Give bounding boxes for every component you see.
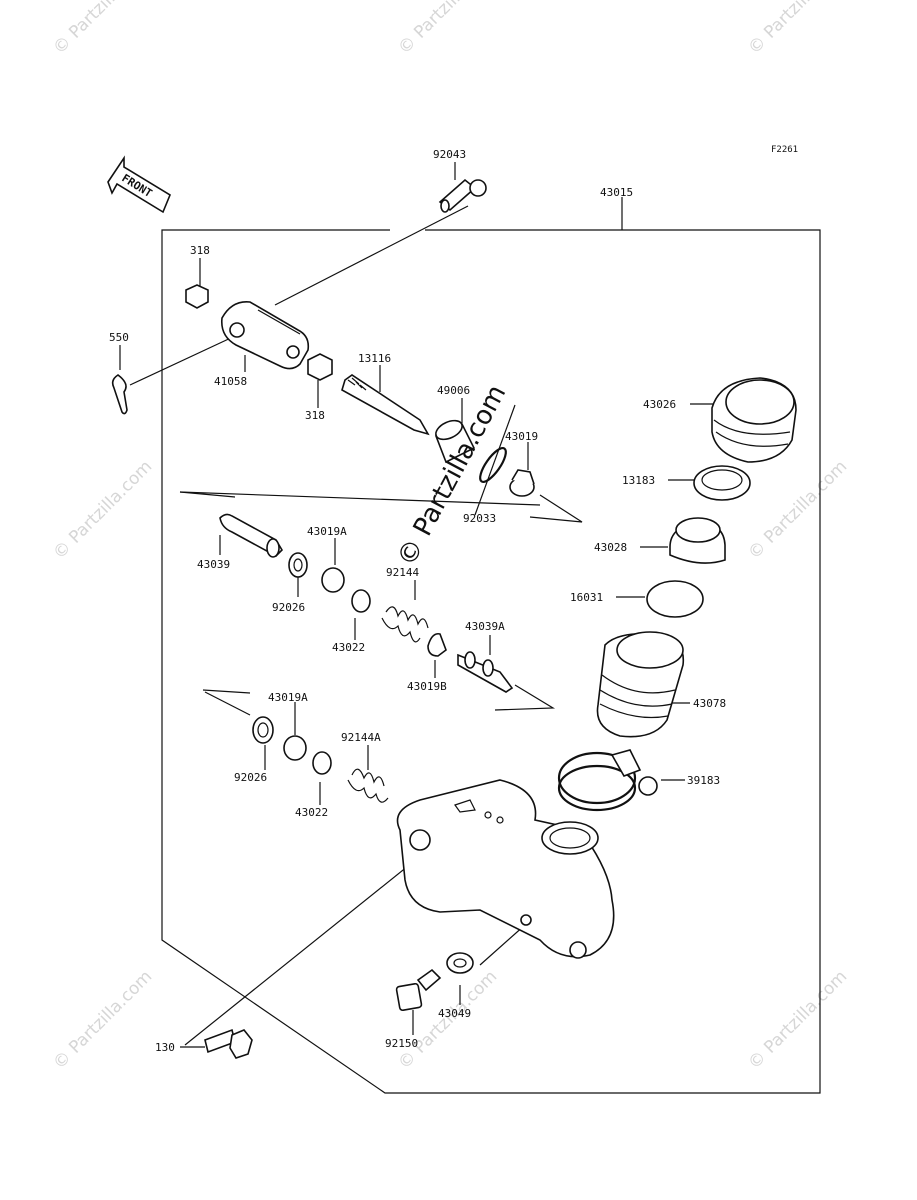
float-16031 [646, 580, 704, 618]
label-92144A: 92144A [341, 731, 381, 744]
label-92026-b: 92026 [234, 771, 267, 784]
bolt-92150 [395, 968, 442, 1012]
washer-92026-a [288, 552, 308, 578]
watermark: © Partzilla.com [49, 457, 156, 564]
cylinder-body [396, 779, 615, 959]
spring-92144a [347, 768, 389, 803]
diaphragm-43028 [669, 517, 726, 564]
cap-43026 [711, 377, 797, 463]
label-43019: 43019 [505, 430, 538, 443]
front-arrow-icon: FRONT [107, 155, 172, 214]
label-41058: 41058 [214, 375, 247, 388]
watermark: © Partzilla.com [394, 967, 501, 1074]
label-16031: 16031 [570, 591, 603, 604]
label-43022-b: 43022 [295, 806, 328, 819]
label-318b: 318 [305, 409, 325, 422]
label-92144: 92144 [386, 566, 419, 579]
assembly-outline [161, 197, 821, 1094]
seal-43022-b [312, 751, 332, 775]
push-rod-13116 [341, 374, 430, 436]
label-43015: 43015 [600, 186, 633, 199]
nut-318b [307, 353, 333, 381]
reservoir-43078 [596, 631, 685, 738]
watermark: © Partzilla.com [49, 967, 156, 1074]
label-43039: 43039 [197, 558, 230, 571]
cup-43019 [509, 469, 535, 497]
piston-43039a [457, 651, 514, 693]
label-43019B: 43019B [407, 680, 447, 693]
cup-43019a-b [283, 735, 307, 761]
cup-43019b [427, 632, 447, 657]
label-43022-a: 43022 [332, 641, 365, 654]
label-43049: 43049 [438, 1007, 471, 1020]
cup-43019a-a [321, 567, 345, 593]
label-318a: 318 [190, 244, 210, 257]
clevis-41058 [220, 301, 310, 370]
label-43039A: 43039A [465, 620, 505, 633]
bolt-130 [204, 1028, 253, 1059]
label-43028: 43028 [594, 541, 627, 554]
washer-92026-b [252, 716, 274, 744]
label-92043: 92043 [433, 148, 466, 161]
label-92033: 92033 [463, 512, 496, 525]
piston-43039 [219, 513, 284, 558]
figure-code: F2261 [771, 145, 798, 155]
watermark: © Partzilla.com [744, 967, 851, 1074]
watermark: © Partzilla.com [49, 0, 156, 59]
pin-92043 [438, 178, 487, 213]
label-43026: 43026 [643, 398, 676, 411]
watermark: © Partzilla.com [744, 0, 851, 59]
label-130: 130 [155, 1041, 175, 1054]
label-13116: 13116 [358, 352, 391, 365]
label-43019A-a: 43019A [307, 525, 347, 538]
watermark: © Partzilla.com [394, 0, 501, 59]
label-92026-a: 92026 [272, 601, 305, 614]
cotter-pin-550 [111, 374, 128, 415]
label-43078: 43078 [693, 697, 726, 710]
watermark-layer: © Partzilla.com © Partzilla.com © Partzi… [49, 0, 851, 1074]
label-13183: 13183 [622, 474, 655, 487]
boot-49006 [434, 419, 476, 464]
label-43019A-b: 43019A [268, 691, 308, 704]
clamp-39183 [557, 749, 658, 812]
label-550: 550 [109, 331, 129, 344]
part-labels: 92043 43015 318 550 41058 318 13116 4900… [109, 148, 726, 1054]
nut-318a [185, 284, 209, 309]
plate-13183 [693, 465, 751, 501]
seal-43022-a [351, 589, 371, 613]
label-49006: 49006 [437, 384, 470, 397]
leader-lines [119, 162, 720, 1048]
spring-92144 [381, 606, 429, 643]
label-92150: 92150 [385, 1037, 418, 1050]
label-39183: 39183 [687, 774, 720, 787]
watermark: © Partzilla.com [744, 457, 851, 564]
washer-43049 [446, 952, 474, 974]
circlip-92033 [479, 447, 507, 483]
